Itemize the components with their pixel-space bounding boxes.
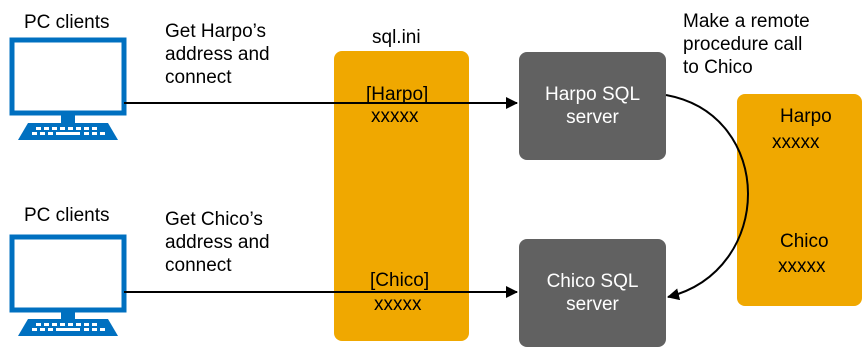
get-harpo-address-text: Get Harpo’s address and connect	[165, 21, 270, 88]
remote-harpo-label: Harpo	[780, 106, 832, 127]
sql-ini-chico-value: xxxxx	[374, 294, 422, 315]
sql-ini-title: sql.ini	[372, 27, 421, 48]
remote-interfaces-box	[737, 94, 862, 306]
chico-sql-server: Chico SQL server	[519, 239, 666, 347]
computer-icon-bottom	[9, 234, 127, 336]
pc-clients-label-top: PC clients	[24, 12, 110, 33]
rpc-curved-arrow	[665, 94, 749, 301]
remote-chico-label: Chico	[780, 231, 829, 252]
pc-clients-label-bottom: PC clients	[24, 205, 110, 226]
sql-ini-harpo-value: xxxxx	[371, 106, 419, 127]
rpc-description-text: Make a remote procedure call to Chico	[683, 11, 810, 78]
remote-chico-value: xxxxx	[778, 256, 826, 277]
harpo-sql-server: Harpo SQL server	[519, 52, 666, 160]
sql-ini-harpo-entry: [Harpo]	[366, 84, 429, 105]
remote-harpo-value: xxxxx	[772, 132, 820, 153]
computer-icon-top	[9, 37, 127, 140]
get-chico-address-text: Get Chico’s address and connect	[165, 209, 270, 276]
sql-ini-chico-entry: [Chico]	[370, 270, 430, 291]
